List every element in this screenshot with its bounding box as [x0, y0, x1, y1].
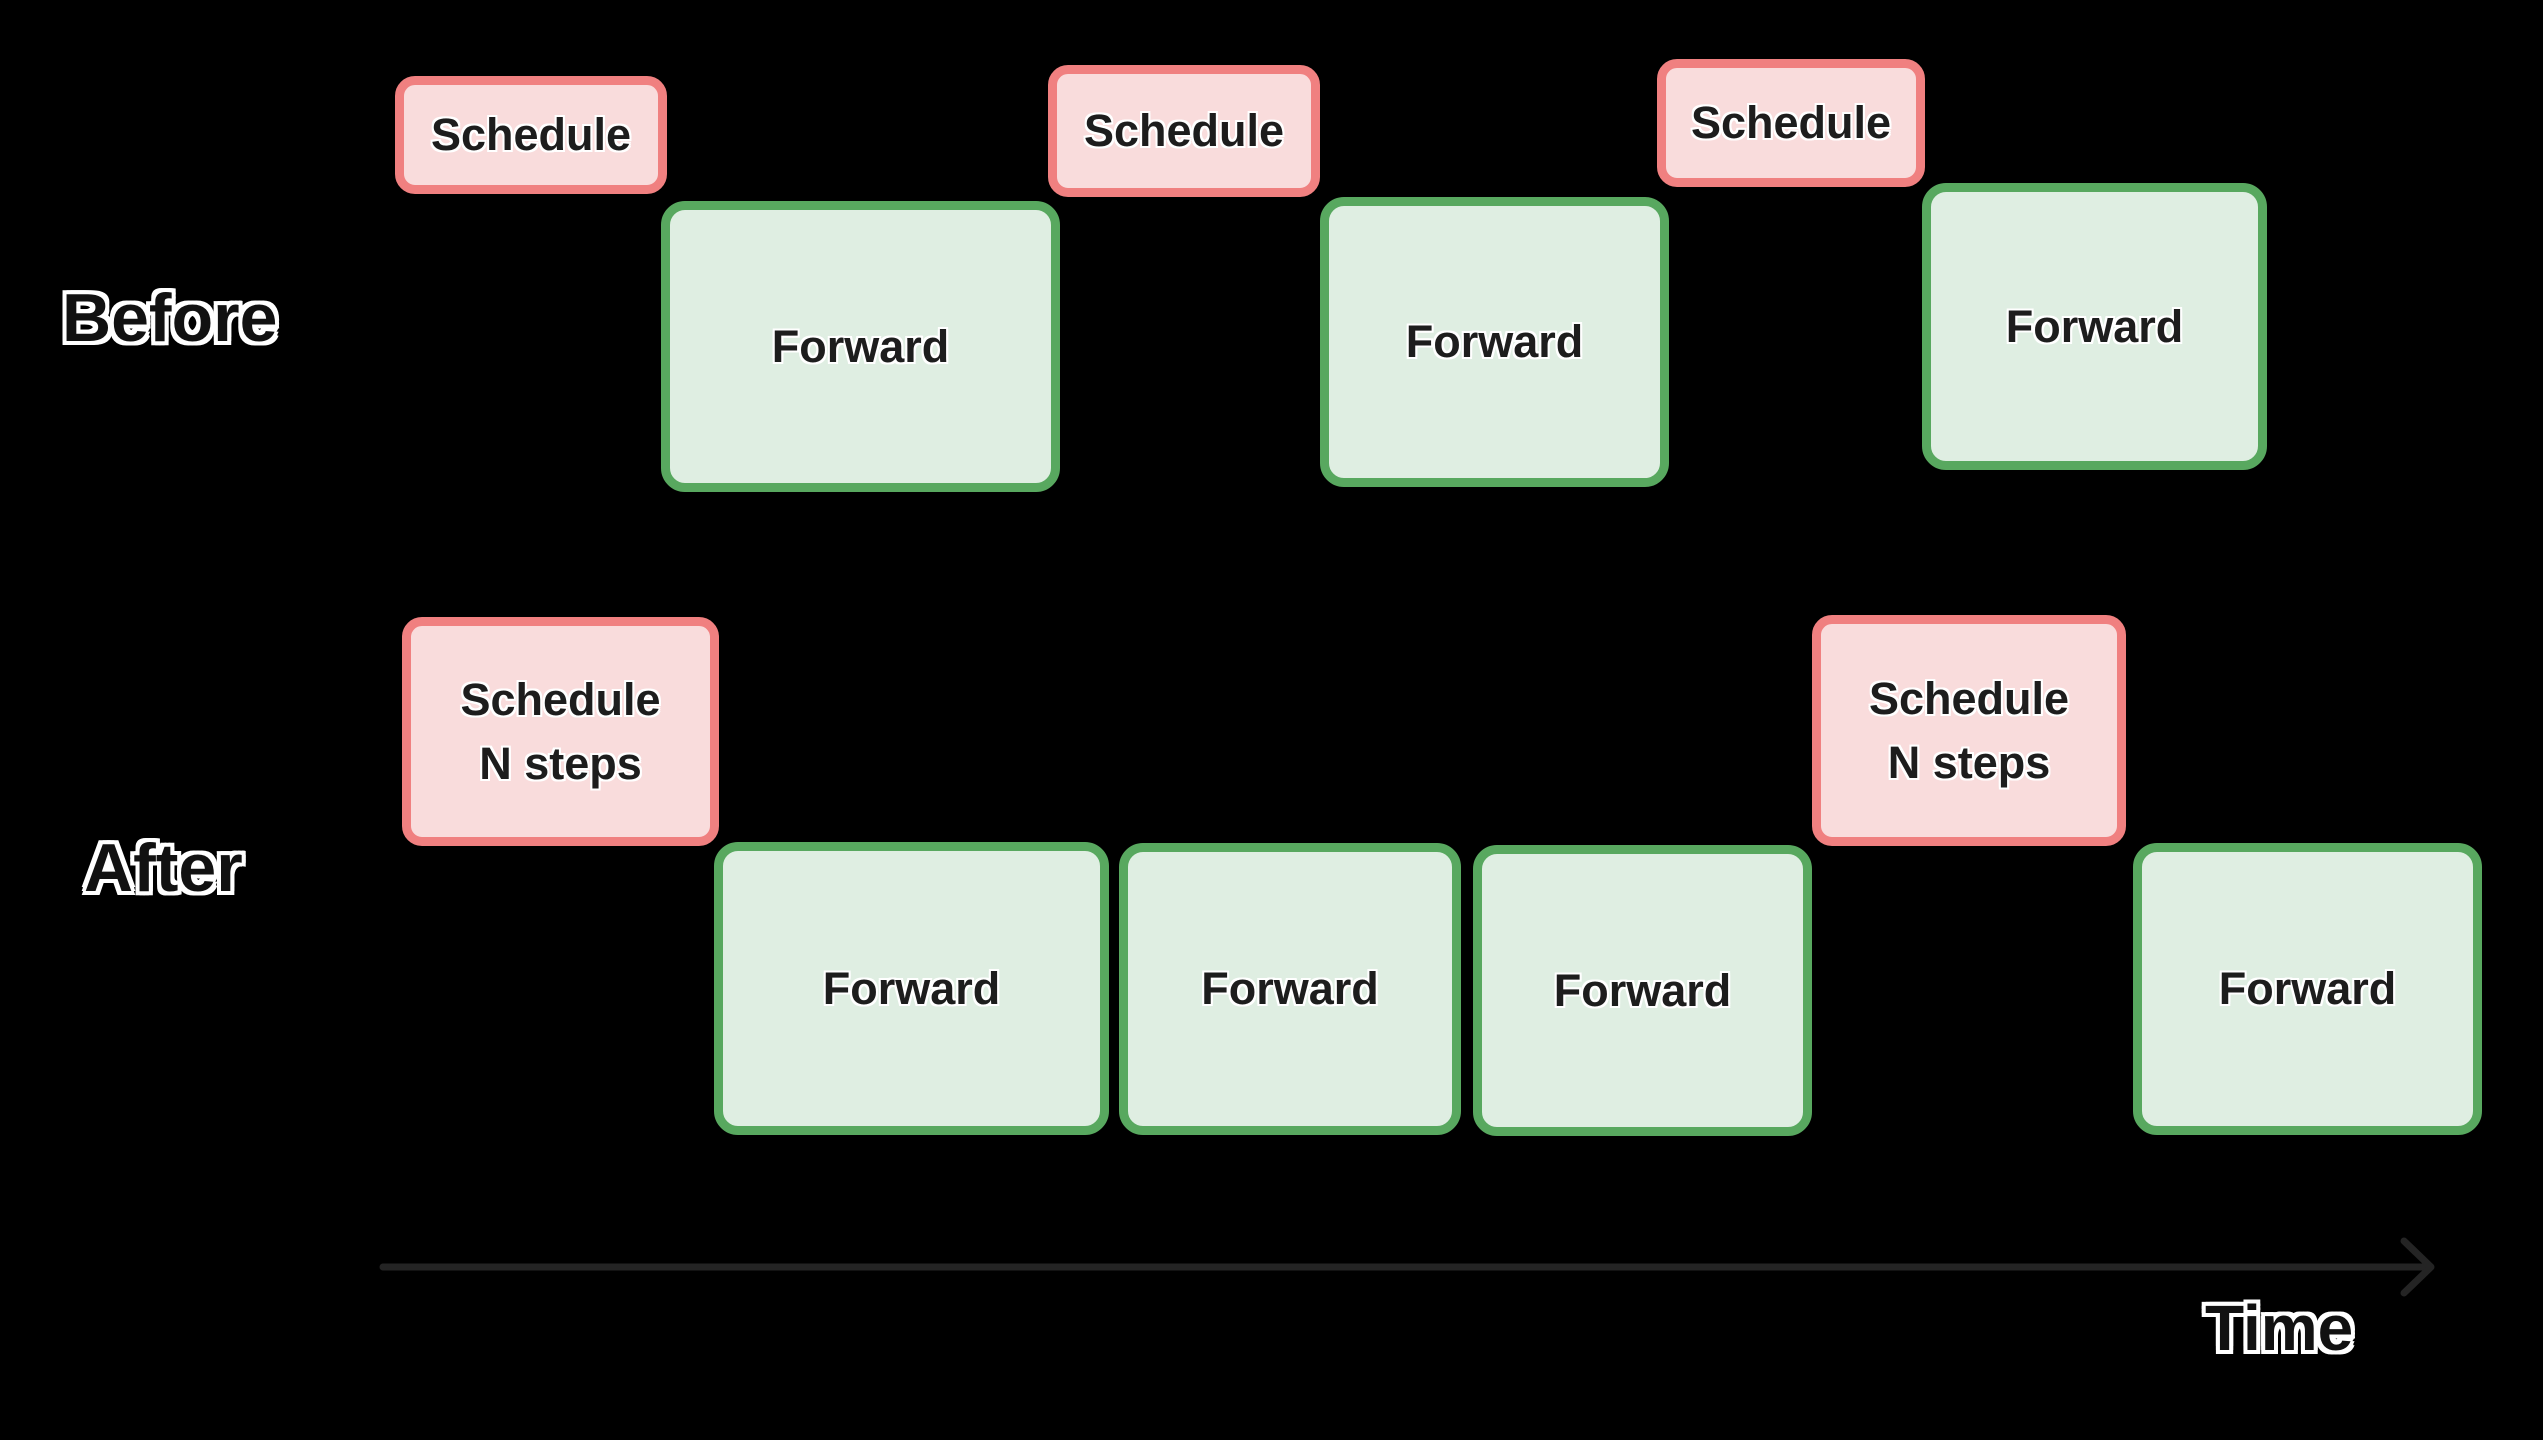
before-forward-box-2: Forward	[1320, 197, 1669, 487]
after-forward-box-4: Forward	[2133, 843, 2482, 1135]
after-schedule-n-steps-box-2: Schedule N steps	[1812, 615, 2126, 846]
before-schedule-box-3-label: Schedule	[1690, 97, 1892, 149]
after-schedule-n-steps-box-2-line-1: Schedule	[1868, 672, 2070, 724]
before-forward-box-1: Forward	[661, 201, 1060, 492]
before-schedule-box-3: Schedule	[1657, 59, 1925, 187]
before-forward-box-3: Forward	[1922, 183, 2267, 470]
after-forward-box-2-label: Forward	[1201, 963, 1379, 1015]
after-schedule-n-steps-box-1: Schedule N steps	[402, 617, 719, 846]
after-forward-box-2: Forward	[1119, 843, 1461, 1135]
before-forward-box-1-label: Forward	[771, 320, 950, 372]
before-schedule-box-1-label: Schedule	[430, 109, 632, 161]
after-forward-box-3: Forward	[1473, 845, 1812, 1136]
after-forward-box-3-label: Forward	[1553, 964, 1732, 1016]
after-schedule-n-steps-box-2-line-2: N steps	[1887, 736, 2051, 788]
after-forward-box-1-label: Forward	[822, 962, 1001, 1014]
before-row-label: Before	[62, 280, 278, 356]
before-schedule-box-2-label: Schedule	[1083, 105, 1285, 157]
time-axis-label: Time	[2205, 1292, 2354, 1364]
after-schedule-n-steps-box-1-line-1: Schedule	[460, 673, 661, 725]
before-forward-box-3-label: Forward	[2005, 300, 2184, 352]
before-schedule-box-1: Schedule	[395, 76, 667, 194]
before-schedule-box-2: Schedule	[1048, 65, 1320, 197]
after-schedule-n-steps-box-1-line-2: N steps	[479, 737, 642, 789]
time-arrow-head-icon	[2400, 1237, 2435, 1297]
before-forward-box-2-label: Forward	[1405, 316, 1584, 368]
after-row-label: After	[84, 830, 243, 906]
after-forward-box-4-label: Forward	[2218, 963, 2397, 1015]
after-forward-box-1: Forward	[714, 842, 1109, 1135]
